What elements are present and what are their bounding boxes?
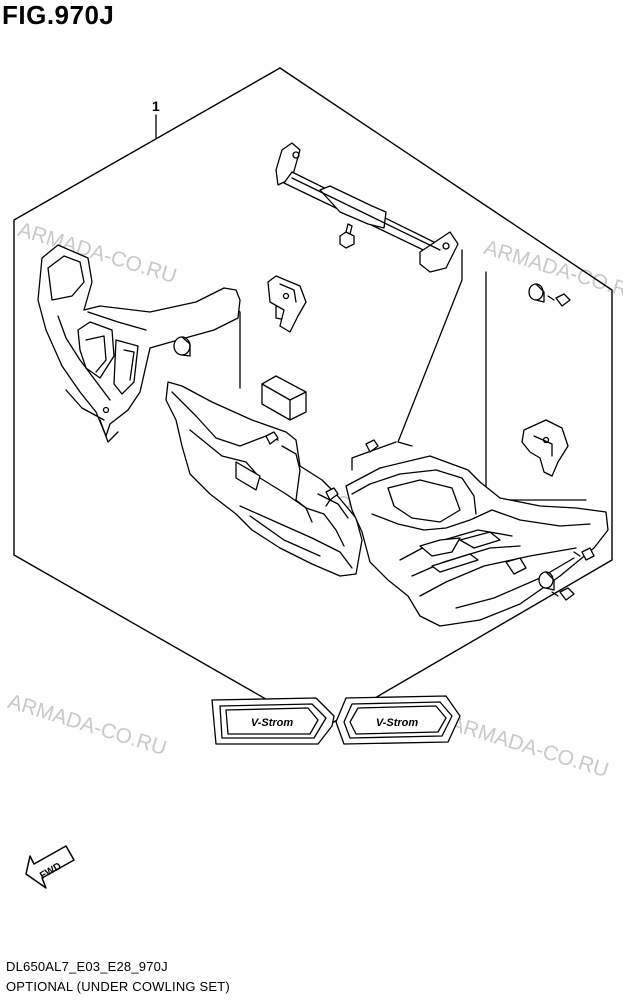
center-under-cover [165,381,363,577]
bolt-right-mid [573,547,595,561]
bolt-right-lower [551,587,575,601]
screw-small [365,439,379,453]
right-side-cover [345,455,609,627]
footer-description: OPTIONAL (UNDER COWLING SET) [6,979,230,994]
figure-title: FIG.970J [2,0,115,30]
bolt-center [325,487,339,507]
bracket-right [521,419,569,477]
bolt-right-top [547,293,571,307]
emblem-right [335,695,461,745]
emblem-left [211,697,335,745]
grommet-right-top [528,283,545,303]
fwd-arrow-icon [25,845,75,889]
grommet-right-lower [538,571,555,591]
emblem-right-text: V-Strom [376,717,419,729]
center-bracket [275,142,459,273]
callout-number: 1 [152,98,160,114]
left-side-cover [37,244,241,443]
bolt-small [339,223,355,249]
cushion-pad [261,375,307,421]
collar-left [173,336,191,357]
emblem-left-text: V-Strom [251,717,294,729]
kit-boundary [13,67,613,731]
footer-model-code: DL650AL7_E03_E28_970J [6,959,168,974]
stay-bracket [267,275,307,333]
